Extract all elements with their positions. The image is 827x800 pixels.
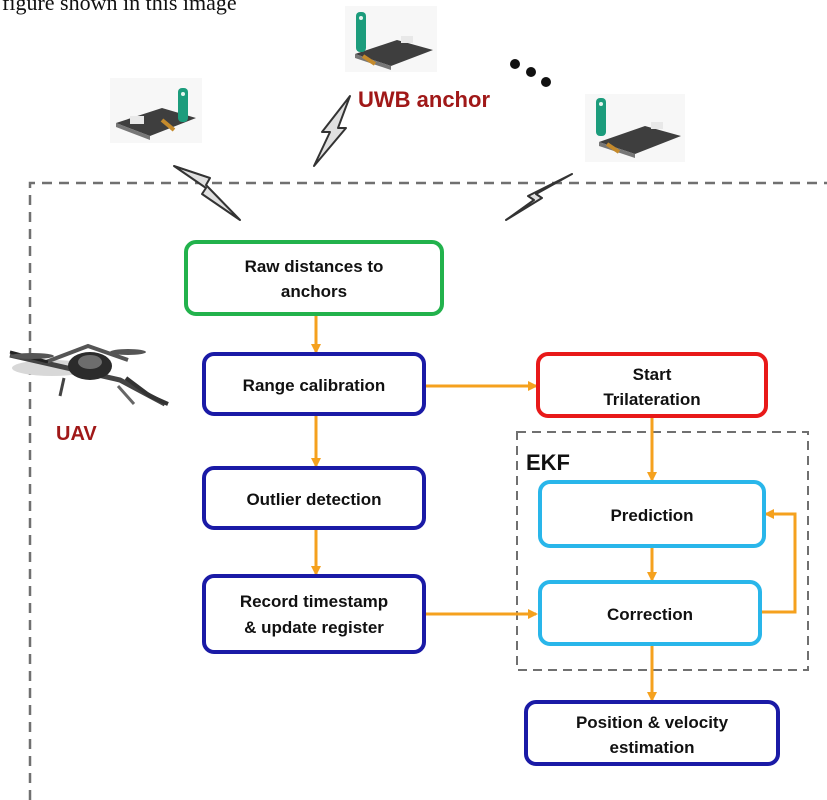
signal-bolt-left [173,165,241,221]
signal-bolt-center [313,95,351,167]
box-raw-distances: Raw distances to anchors [184,240,444,316]
box-outlier-detection: Outlier detection [202,466,426,530]
uav-system-boundary [28,181,827,800]
box-range-calibration: Range calibration [202,352,426,416]
box-record-timestamp: Record timestamp & update register [202,574,426,654]
uwb-anchor-device-right [585,94,685,162]
box-correction: Correction [538,580,762,646]
svg-text:estimation: estimation [609,738,694,757]
box-prediction: Prediction [538,480,766,548]
more-anchors-ellipsis [510,59,551,87]
box-start-trilateration: Start Trilateration [536,352,768,418]
svg-text:Outlier detection: Outlier detection [246,490,381,509]
arrow-correction-feedback-to-prediction [762,509,797,614]
svg-text:Start: Start [633,365,672,384]
ekf-boundary [516,431,809,671]
svg-text:Prediction: Prediction [610,506,693,525]
svg-text:Position & velocity: Position & velocity [576,713,729,732]
svg-text:anchors: anchors [281,282,347,301]
svg-text:Trilateration: Trilateration [603,390,700,409]
svg-text:Range calibration: Range calibration [243,376,386,395]
svg-text:Correction: Correction [607,605,693,624]
uwb-anchor-device-center [345,6,437,72]
flow-arrows [311,314,797,702]
svg-text:Raw distances to: Raw distances to [245,257,384,276]
uav-label: UAV [56,423,97,445]
box-position-velocity: Position & velocity estimation [524,700,780,766]
uwb-anchor-label: UWB anchor [358,87,490,112]
top-caption: figure shown in this image [2,0,237,15]
signal-bolt-right [505,173,573,221]
svg-text:Record timestamp: Record timestamp [240,592,388,611]
uwb-anchor-device-left [110,78,202,143]
ekf-label: EKF [526,450,570,475]
uav-drone-image [9,343,169,407]
svg-text:& update register: & update register [244,618,384,637]
